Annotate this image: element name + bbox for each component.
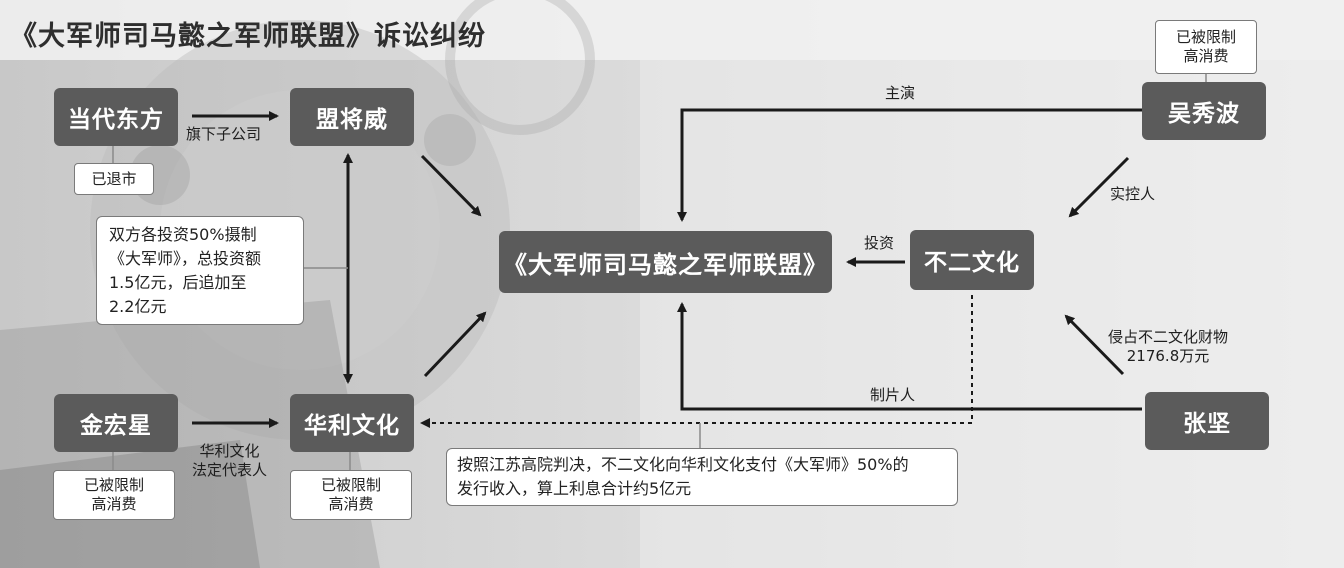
tag-delisted-text: 已退市	[91, 169, 137, 188]
label-controller: 实控人	[1110, 185, 1156, 203]
note-investment-line: 《大军师》，总投资额	[109, 249, 262, 268]
note-investment-line: 双方各投资50%摄制	[109, 225, 257, 244]
note-investment: 双方各投资50%摄制 《大军师》，总投资额 1.5亿元，后追加至 2.2亿元	[96, 216, 304, 325]
tag-restricted-line2: 高消费	[91, 495, 137, 513]
page-title: 《大军师司马懿之军师联盟》诉讼纠纷	[10, 21, 486, 52]
label-embezzle-line1: 侵占不二文化财物	[1108, 328, 1229, 346]
tag-restricted-line2: 高消费	[328, 495, 374, 513]
label-lead-actor: 主演	[885, 84, 916, 102]
label-invest: 投资	[864, 234, 895, 252]
node-mengjiangwei-label: 盟将威	[316, 107, 388, 133]
tag-restricted-wuxiubo: 已被限制 高消费	[1155, 20, 1257, 74]
node-zhang-jian-label: 张坚	[1183, 411, 1231, 437]
tag-delisted: 已退市	[74, 163, 154, 195]
node-huali-wenhua: 华利文化	[290, 394, 414, 452]
node-jinhongxing: 金宏星	[54, 394, 178, 452]
node-junshi-lianmeng: 《大军师司马懿之军师联盟》	[499, 231, 832, 293]
node-jinhongxing-label: 金宏星	[80, 413, 152, 439]
label-legal-representative: 华利文化 法定代表人	[192, 442, 267, 480]
node-huali-wenhua-label: 华利文化	[304, 413, 400, 439]
node-dangdai-dongfang-label: 当代东方	[68, 107, 164, 133]
label-embezzle-line2: 2176.8万元	[1126, 347, 1210, 365]
label-legal-rep-line1: 华利文化	[199, 442, 260, 460]
node-wu-xiubo-label: 吴秀波	[1168, 101, 1240, 127]
tag-restricted-jinhongxing: 已被限制 高消费	[53, 470, 175, 520]
label-legal-rep-line2: 法定代表人	[192, 461, 268, 479]
note-verdict: 按照江苏高院判决，不二文化向华利文化支付《大军师》50%的 发行收入，算上利息合…	[446, 448, 958, 506]
tag-restricted-line2: 高消费	[1183, 47, 1229, 65]
tag-restricted-line1: 已被限制	[1175, 28, 1236, 46]
note-verdict-line: 发行收入，算上利息合计约5亿元	[457, 479, 692, 498]
node-buer-wenhua: 不二文化	[910, 230, 1034, 290]
note-investment-line: 1.5亿元，后追加至	[109, 273, 247, 292]
label-subsidiary: 旗下子公司	[186, 125, 262, 143]
label-embezzle: 侵占不二文化财物 2176.8万元	[1108, 328, 1228, 366]
tag-restricted-line1: 已被限制	[320, 476, 381, 494]
label-producer: 制片人	[870, 386, 916, 404]
tag-restricted-huali: 已被限制 高消费	[290, 470, 412, 520]
node-zhang-jian: 张坚	[1145, 392, 1269, 450]
note-verdict-line: 按照江苏高院判决，不二文化向华利文化支付《大军师》50%的	[457, 455, 909, 474]
node-buer-wenhua-label: 不二文化	[924, 250, 1020, 276]
node-junshi-lianmeng-label: 《大军师司马懿之军师联盟》	[503, 250, 828, 279]
node-wu-xiubo: 吴秀波	[1142, 82, 1266, 140]
node-dangdai-dongfang: 当代东方	[54, 88, 178, 146]
node-mengjiangwei: 盟将威	[290, 88, 414, 146]
tag-restricted-line1: 已被限制	[83, 476, 144, 494]
note-investment-line: 2.2亿元	[109, 297, 167, 316]
